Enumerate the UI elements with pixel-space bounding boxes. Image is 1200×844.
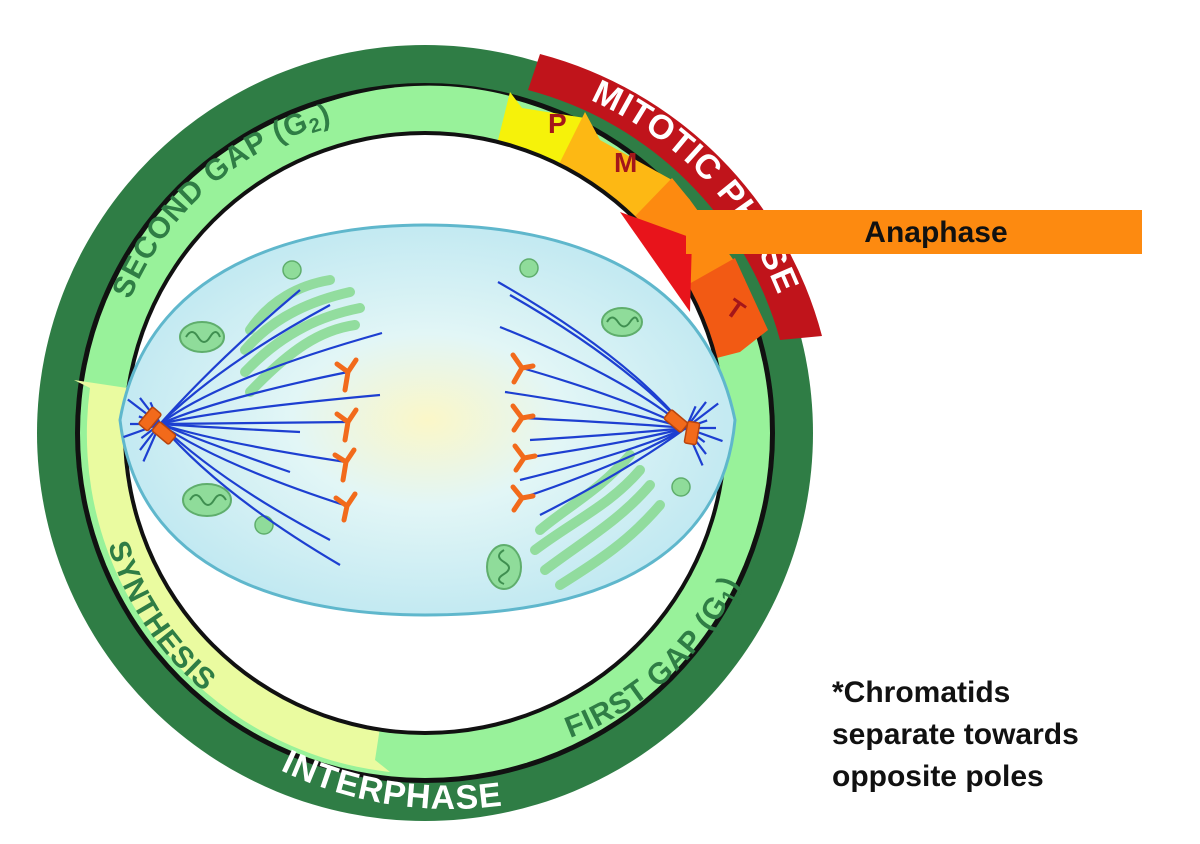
spindle-fiber: [529, 426, 687, 442]
golgi-icon: [530, 450, 665, 590]
spindle-fiber: [521, 416, 687, 430]
spindle-fiber: [159, 370, 349, 426]
centrosome-icon: [663, 409, 701, 446]
prophase-label: P: [548, 108, 567, 139]
anaphase-note: *Chromatids separate towards opposite po…: [832, 672, 1172, 798]
astral-ray: [123, 422, 161, 439]
spindle-fiber: [159, 422, 301, 434]
spindle-fibers-left: [123, 289, 383, 566]
mitotic-arc: [528, 54, 822, 340]
note-line: *Chromatids: [832, 676, 1011, 709]
golgi-icon: [240, 275, 365, 397]
spindle-fiber: [159, 393, 381, 426]
callout-label: Anaphase: [864, 216, 1007, 249]
spindle-fiber: [521, 427, 687, 500]
spindle-fiber: [159, 289, 301, 425]
spindle-fiber: [159, 423, 331, 541]
callout-bar: [686, 210, 1142, 254]
mitochondrion-icon: [182, 483, 232, 517]
spindle-fiber: [159, 423, 341, 566]
cell-anaphase: [118, 223, 737, 617]
spindle-fiber: [159, 423, 348, 508]
metaphase-label: M: [614, 147, 637, 178]
spindle-fiber: [539, 427, 687, 516]
mitochondrion-icon: [179, 321, 225, 353]
spindle-fiber: [159, 420, 349, 426]
spindle-fiber: [159, 422, 347, 464]
spindle-fiber: [159, 422, 291, 474]
spindle-fiber: [523, 426, 687, 460]
chromatids-left: [332, 357, 359, 523]
spindle-fiber: [159, 331, 383, 425]
mitochondrion-icon: [486, 544, 522, 590]
chromatids-right: [510, 352, 538, 513]
cell-membrane: [118, 223, 737, 617]
spindle-fiber: [159, 304, 331, 425]
callout-arrow-icon: [620, 212, 692, 312]
centrosome-icon: [138, 406, 177, 445]
note-line: opposite poles: [832, 760, 1044, 793]
anaphase-callout: Anaphase: [620, 210, 1142, 312]
spindle-fiber: [519, 426, 687, 482]
mitochondrion-icon: [601, 307, 643, 337]
note-line: separate towards: [832, 718, 1079, 751]
